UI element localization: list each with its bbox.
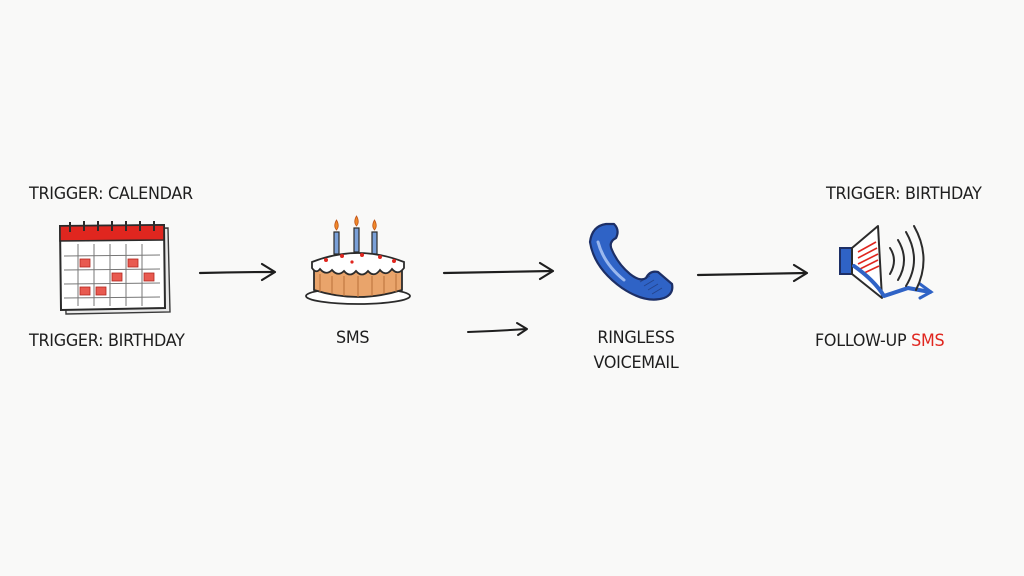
followup-trigger-label: TRIGGER: BIRTHDAY [826,184,982,204]
followup-label-prefix: FOLLOW-UP [815,331,912,351]
followup-sms-label: FOLLOW-UP SMS [815,331,945,351]
phone-handset-icon [588,222,674,301]
followup-label-sms: SMS [911,331,945,351]
voicemail-label-line2: VOICEMAIL [593,353,679,373]
arrow-icon [696,263,809,283]
birthday-cake-icon [305,215,411,305]
arrow-icon [198,262,277,282]
speaker-icon [839,225,934,300]
voicemail-label-line1: RINGLESS [597,328,675,348]
calendar-trigger-label: TRIGGER: CALENDAR [29,184,193,204]
sms-label: SMS [336,328,370,348]
arrow-icon [442,261,555,281]
arrow-icon [467,322,528,336]
calendar-icon [58,221,171,315]
calendar-birthday-label: TRIGGER: BIRTHDAY [29,331,185,351]
